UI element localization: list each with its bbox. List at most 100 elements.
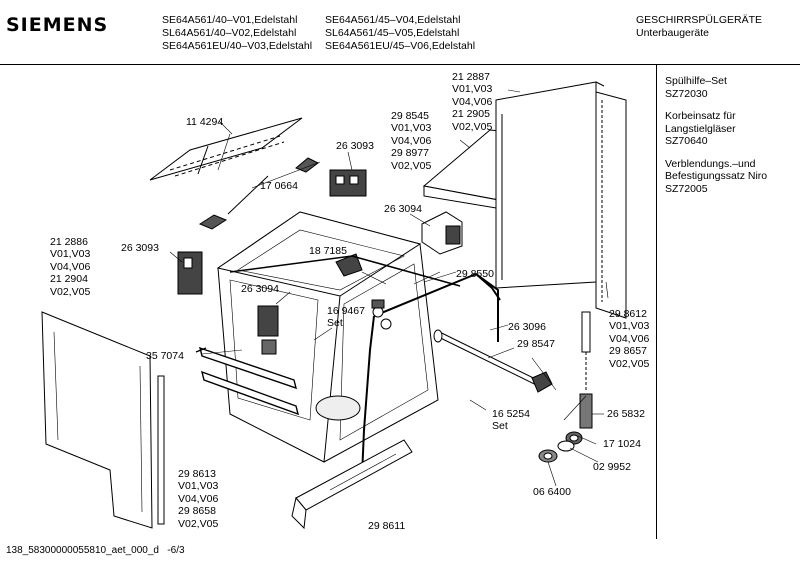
part-number: 29 8658 — [178, 505, 216, 518]
side-fixture — [409, 211, 463, 255]
right-side-panel — [595, 91, 627, 319]
sealing-ring — [557, 440, 575, 452]
side-trim-strip — [157, 375, 165, 525]
part-label: 21 2887 V01,V03 V04,V06 21 2905 V02,V05 — [452, 71, 492, 133]
variant-codes: V04,V06 — [452, 95, 493, 108]
accessory-item: Verblendungs.–und Befestigungssatz Niro … — [665, 158, 795, 196]
exploded-parts-drawing — [41, 81, 627, 530]
part-label: 21 2886 V01,V03 V04,V06 21 2904 V02,V05 — [50, 236, 90, 298]
model-line: SE64A561/40–V01,Edelstahl — [162, 14, 298, 26]
water-hose — [579, 311, 604, 429]
part-number: 29 8977 — [391, 147, 429, 160]
model-line: SE64A561/45–V04,Edelstahl — [325, 14, 461, 26]
door-panel — [41, 311, 153, 529]
accessory-item: Spülhilfe–Set SZ72030 — [665, 75, 795, 100]
accessory-code: SZ70640 — [665, 135, 708, 147]
model-list-1: SE64A561/40–V01,Edelstahl SL64A561/40–V0… — [162, 14, 312, 53]
part-number: 21 2887 — [452, 71, 490, 83]
part-label: 02 9952 — [593, 461, 631, 473]
part-number: 21 2886 — [50, 236, 88, 248]
part-label: 26 3093 — [121, 242, 159, 254]
model-line: SE64A561EU/45–V06,Edelstahl — [325, 40, 476, 52]
sidebar-divider — [656, 64, 657, 539]
brand-logo: SIEMENS — [6, 14, 109, 36]
mounting-bracket — [198, 157, 321, 230]
variant-codes: V04,V06 — [391, 134, 432, 147]
footer-reference: 138_58300000055810_aet_000_d -6/3 — [6, 545, 185, 556]
part-label: 17 0664 — [260, 180, 298, 192]
variant-codes: V04,V06 — [178, 492, 219, 505]
accessory-name: Korbeinsatz für — [665, 110, 736, 122]
accessory-code: SZ72030 — [665, 87, 708, 100]
variant-codes: V01,V03 — [452, 83, 493, 96]
part-label: 16 9467 Set — [327, 305, 365, 330]
page-number: -6/3 — [167, 545, 185, 556]
spray-arm — [433, 329, 553, 393]
part-label: 26 3096 — [508, 321, 546, 333]
part-number: 16 9467 — [327, 305, 365, 317]
accessory-list: Spülhilfe–Set SZ72030 Korbeinsatz für La… — [665, 75, 795, 205]
variant-codes: V01,V03 — [50, 248, 91, 261]
variant-codes: V04,V06 — [50, 260, 91, 273]
part-label: 29 8612 V01,V03 V04,V06 29 8657 V02,V05 — [609, 308, 649, 370]
model-line: SL64A561/40–V02,Edelstahl — [162, 27, 297, 39]
variant-codes: V02,V05 — [452, 120, 493, 133]
variant-codes: V02,V05 — [609, 357, 650, 370]
part-label: 06 6400 — [533, 486, 571, 498]
seal-strip — [229, 255, 461, 287]
basket-rail — [195, 346, 299, 416]
part-number: 29 8612 — [609, 308, 647, 320]
leader-lines — [201, 271, 599, 487]
part-label: 26 3094 — [241, 283, 279, 295]
accessory-name: Verblendungs.–und — [665, 157, 756, 170]
variant-codes: V01,V03 — [178, 480, 219, 493]
accessory-code: SZ72005 — [665, 182, 708, 195]
hinge-part — [329, 151, 367, 197]
part-label: 18 7185 — [309, 245, 347, 257]
door-seal — [361, 271, 501, 477]
variant-codes: V02,V05 — [391, 159, 432, 172]
variant-codes: V01,V03 — [391, 122, 432, 135]
part-number: 21 2905 — [452, 108, 490, 121]
part-number: 16 5254 — [492, 408, 530, 420]
part-label: 16 5254 Set — [492, 408, 530, 433]
set-note: Set — [327, 317, 343, 330]
accessory-name: Spülhilfe–Set — [665, 75, 727, 87]
hinge-part — [169, 251, 203, 295]
part-label: 17 1024 — [603, 438, 641, 450]
part-number: 29 8613 — [178, 468, 216, 480]
part-label: 26 5832 — [607, 408, 645, 420]
part-label: 11 4294 — [186, 116, 224, 128]
document-code: 138_58300000055810_aet_000_d — [6, 545, 159, 556]
kick-plate — [291, 439, 413, 530]
variant-codes: V02,V05 — [178, 517, 219, 530]
accessory-item: Korbeinsatz für Langstielgläser SZ70640 — [665, 110, 795, 148]
part-label: 26 3094 — [384, 203, 422, 215]
set-note: Set — [492, 420, 508, 433]
model-line: SE64A561EU/40–V03,Edelstahl — [162, 40, 313, 52]
category-title: GESCHIRRSPÜLGERÄTE — [636, 14, 763, 26]
part-number: 29 8657 — [609, 345, 647, 358]
category-block: GESCHIRRSPÜLGERÄTE Unterbaugeräte — [636, 14, 762, 40]
part-label: 29 8550 — [456, 268, 494, 280]
variant-codes: V04,V06 — [609, 332, 650, 345]
part-label: 29 8613 V01,V03 V04,V06 29 8658 V02,V05 — [178, 468, 218, 530]
glass-cover-plate — [149, 117, 303, 181]
rear-side-panel — [495, 81, 605, 289]
part-label: 35 7074 — [146, 350, 184, 362]
part-label: 29 8545 V01,V03 V04,V06 29 8977 V02,V05 — [391, 110, 431, 172]
part-label: 29 8547 — [517, 338, 555, 350]
model-line: SL64A561/45–V05,Edelstahl — [325, 27, 460, 39]
part-number: 21 2904 — [50, 273, 88, 286]
variant-codes: V02,V05 — [50, 285, 91, 298]
accessory-name: Befestigungssatz Niro — [665, 170, 768, 182]
fitting-set — [371, 299, 392, 330]
header-divider — [0, 64, 800, 65]
accessory-name: Langstielgläser — [665, 122, 736, 135]
variant-codes: V01,V03 — [609, 320, 650, 333]
category-subtitle: Unterbaugeräte — [636, 27, 709, 39]
gasket — [538, 449, 558, 463]
model-list-2: SE64A561/45–V04,Edelstahl SL64A561/45–V0… — [325, 14, 475, 53]
part-number: 29 8545 — [391, 110, 429, 122]
part-label: 26 3093 — [336, 140, 374, 152]
